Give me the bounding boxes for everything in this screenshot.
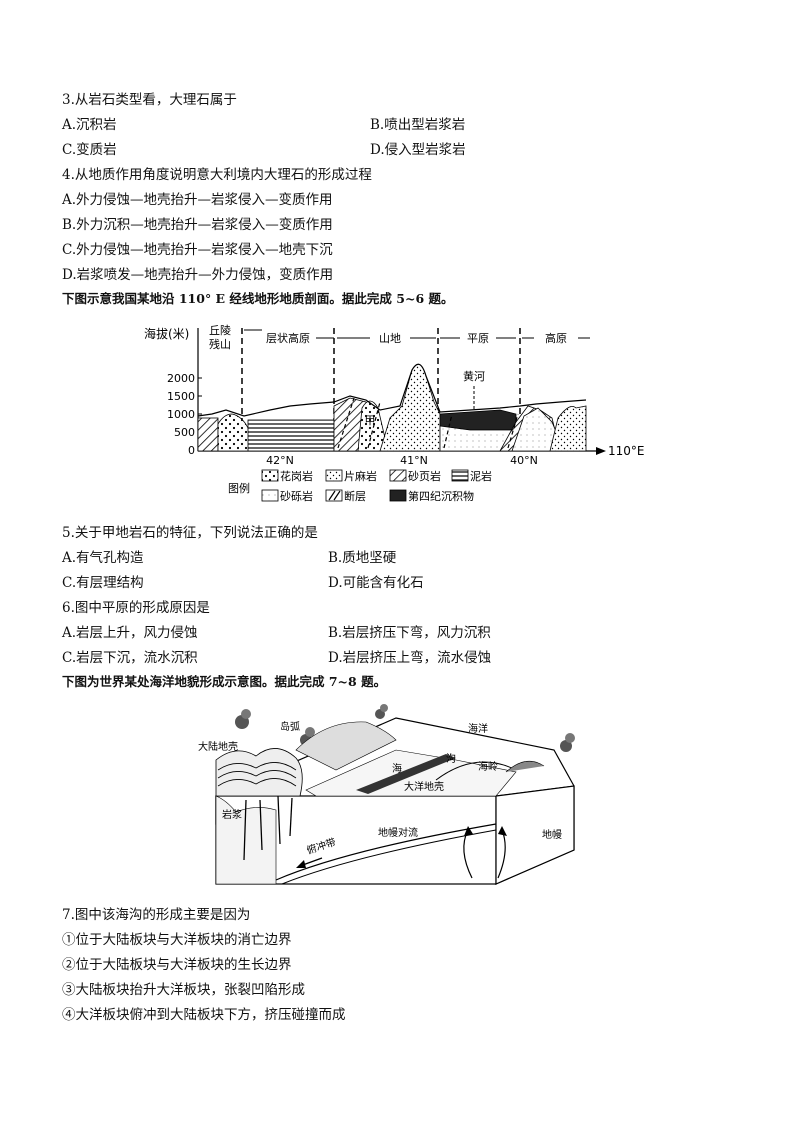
region-mountains: 山地 xyxy=(379,332,401,345)
y-tick-1000: 1000 xyxy=(167,408,195,421)
region-plateau: 层状高原 xyxy=(266,331,310,345)
label-ridge: 海岭 xyxy=(478,760,498,773)
legend-granite: 花岗岩 xyxy=(280,469,313,483)
legend-mudstone: 泥岩 xyxy=(470,469,492,483)
x-tick-41n: 41°N xyxy=(400,454,428,467)
q7-statement-3: ③大陆板块抬升大洋板块，张裂凹陷形成 xyxy=(62,982,305,998)
q5-option-d[interactable]: D.可能含有化石 xyxy=(328,575,424,591)
q6-stem: 6.图中平原的形成原因是 xyxy=(62,600,210,616)
y-axis-label: 海拔(米) xyxy=(144,326,189,341)
q4-option-d[interactable]: D.岩浆喷发—地壳抬升—外力侵蚀，变质作用 xyxy=(62,267,334,283)
y-tick-2000: 2000 xyxy=(167,372,195,385)
river-label: 黄河 xyxy=(463,369,485,383)
y-tick-0: 0 xyxy=(188,444,195,457)
legend-conglomerate: 砂砾岩 xyxy=(280,489,313,503)
q4-stem: 4.从地质作用角度说明意大利境内大理石的形成过程 xyxy=(62,167,372,183)
y-tick-500: 500 xyxy=(174,426,195,439)
q6-option-b[interactable]: B.岩层挤压下弯，风力沉积 xyxy=(328,625,491,641)
label-island-arc: 岛弧 xyxy=(280,720,300,733)
figure2-intro: 下图为世界某处海洋地貌形成示意图。据此完成 7~8 题。 xyxy=(62,674,387,689)
q3-option-a[interactable]: A.沉积岩 xyxy=(62,117,117,133)
region-hills-2: 残山 xyxy=(209,337,231,351)
q7-statement-2: ②位于大陆板块与大洋板块的生长边界 xyxy=(62,957,292,973)
q7-stem: 7.图中该海沟的形成主要是因为 xyxy=(62,907,251,923)
q5-option-c[interactable]: C.有层理结构 xyxy=(62,575,144,591)
q4-option-b[interactable]: B.外力沉积—地壳抬升—岩浆侵入—变质作用 xyxy=(62,217,333,233)
ocean-landform-figure: 岛弧 海洋 大陆地壳 海 沟 海岭 大洋地壳 岩浆 俯冲带 地幔对流 地幔 xyxy=(198,704,575,885)
legend-fault: 断层 xyxy=(344,489,366,503)
q5-option-a[interactable]: A.有气孔构造 xyxy=(62,550,144,566)
label-mantle-convection: 地幔对流 xyxy=(378,826,418,839)
cross-section-figure: 海拔(米) 2000 1500 1000 500 0 110°E 42°N 41… xyxy=(144,324,645,503)
q6-option-c[interactable]: C.岩层下沉，流水沉积 xyxy=(62,650,198,666)
point-jia-label: 甲 xyxy=(365,414,376,427)
q3-option-c[interactable]: C.变质岩 xyxy=(62,142,117,158)
label-oceanic-crust: 大洋地壳 xyxy=(404,780,444,793)
q4-option-a[interactable]: A.外力侵蚀—地壳抬升—岩浆侵入—变质作用 xyxy=(62,192,333,208)
legend-gneiss: 片麻岩 xyxy=(344,469,377,483)
x-axis-end-label: 110°E xyxy=(608,444,645,458)
q6-option-d[interactable]: D.岩层挤压上弯，流水侵蚀 xyxy=(328,650,492,666)
y-tick-1500: 1500 xyxy=(167,390,195,403)
q7-statement-1: ①位于大陆板块与大洋板块的消亡边界 xyxy=(62,932,292,948)
x-tick-42n: 42°N xyxy=(266,454,294,467)
q4-option-c[interactable]: C.外力侵蚀—地壳抬升—岩浆侵入—地壳下沉 xyxy=(62,242,333,258)
figure1-intro: 下图示意我国某地沿 110° E 经线地形地质剖面。据此完成 5~6 题。 xyxy=(62,291,454,306)
label-trench-b: 沟 xyxy=(446,752,456,765)
label-mantle: 地幔 xyxy=(542,828,562,841)
q5-option-b[interactable]: B.质地坚硬 xyxy=(328,550,397,566)
legend-sandshale: 砂页岩 xyxy=(408,469,441,483)
q3-option-b[interactable]: B.喷出型岩浆岩 xyxy=(370,117,466,133)
q3-stem: 3.从岩石类型看，大理石属于 xyxy=(62,92,237,108)
label-magma: 岩浆 xyxy=(222,808,242,821)
q6-option-a[interactable]: A.岩层上升，风力侵蚀 xyxy=(62,625,198,641)
legend-quaternary: 第四纪沉积物 xyxy=(408,489,474,503)
region-plain: 平原 xyxy=(467,332,489,345)
label-trench-a: 海 xyxy=(392,762,402,775)
legend-title: 图例 xyxy=(228,481,250,495)
region-hills-1: 丘陵 xyxy=(209,324,231,337)
q3-option-d[interactable]: D.侵入型岩浆岩 xyxy=(370,142,466,158)
q7-statement-4: ④大洋板块俯冲到大陆板块下方，挤压碰撞而成 xyxy=(62,1007,346,1023)
label-ocean: 海洋 xyxy=(468,722,488,735)
q5-stem: 5.关于甲地岩石的特征，下列说法正确的是 xyxy=(62,525,318,541)
region-high-plateau: 高原 xyxy=(545,331,567,345)
label-continental-crust: 大陆地壳 xyxy=(198,740,238,753)
x-tick-40n: 40°N xyxy=(510,454,538,467)
